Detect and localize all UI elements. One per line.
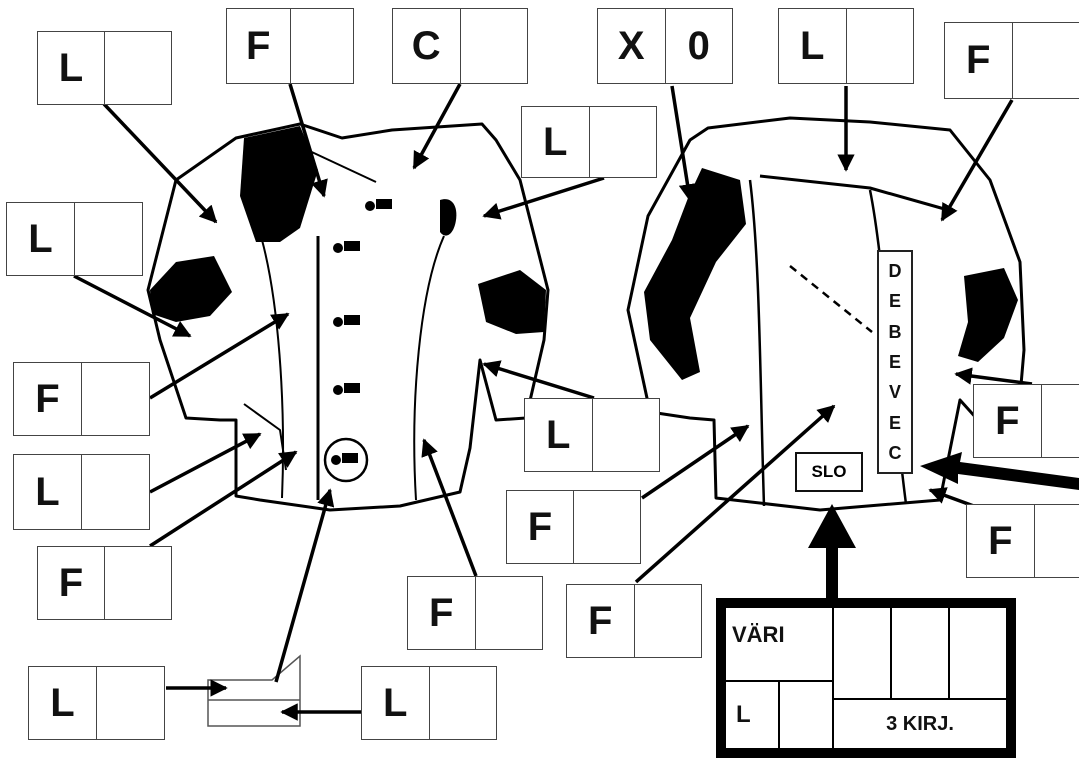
callout-value[interactable] [97,667,164,739]
callout-left-collar-strip[interactable]: F [226,8,354,84]
callout-value[interactable] [291,9,354,83]
callout-left-front-panel[interactable]: F [13,362,150,436]
legend-letter-value[interactable] [778,680,834,750]
name-letter: E [889,292,901,310]
callout-buttonhole-lower[interactable]: L [361,666,497,740]
callout-value[interactable] [593,399,660,471]
legend-letter-slot-1[interactable] [832,606,892,700]
callout-left-sleeve-band[interactable]: L [6,202,143,276]
callout-back-center[interactable]: F [566,584,702,658]
callout-value[interactable] [105,547,171,619]
callout-value[interactable] [476,577,543,649]
name-letter: C [889,444,902,462]
legend-letter-code: L [724,680,780,750]
callout-code: F [967,505,1035,577]
name-letter: E [889,414,901,432]
callout-value[interactable] [847,9,914,83]
callout-code: L [7,203,75,275]
legend-letters-label: 3 KIRJ. [832,698,1008,750]
callout-back-left-side[interactable]: F [506,490,641,564]
callout-back-sleeve-pad[interactable]: X 0 [597,8,733,84]
callout-value[interactable] [1013,23,1079,98]
callout-code: L [522,107,590,177]
callout-back-right-cuff[interactable]: F [973,384,1079,458]
callout-front-upper[interactable]: C [392,8,528,84]
name-vertical-strip: D E B E V E C [877,250,913,474]
callout-code: L [779,9,847,83]
name-letter: D [889,262,902,280]
name-letter: V [889,383,901,401]
callout-code: F [567,585,635,657]
name-letter: B [889,323,902,341]
callout-value[interactable] [82,363,149,435]
callout-code: F [945,23,1013,98]
callout-left-shoulder[interactable]: L [37,31,172,105]
lettering-legend: VÄRI L 3 KIRJ. [716,598,1016,758]
callout-back-right-side[interactable]: F [966,504,1079,578]
callout-code: L [38,32,105,104]
legend-letter-slot-3[interactable] [948,606,1008,700]
name-letter: E [889,353,901,371]
callout-value[interactable] [461,9,528,83]
callout-code: L [362,667,430,739]
callout-code: L [29,667,97,739]
callout-value[interactable] [105,32,171,104]
legend-letter-slot-2[interactable] [890,606,950,700]
callout-back-right-sleeve[interactable]: F [944,22,1079,99]
country-code-label: SLO [795,452,863,492]
callout-back-yoke[interactable]: L [778,8,914,84]
callout-code: L [525,399,593,471]
callout-right-cuff[interactable]: L [524,398,660,472]
callout-value[interactable] [1035,505,1079,577]
callout-code: X [598,9,666,83]
callout-code: F [227,9,291,83]
callout-value[interactable] [82,455,149,529]
callout-front-lower-left[interactable]: F [37,546,172,620]
callout-value[interactable] [430,667,497,739]
callout-right-front-panel[interactable]: F [407,576,543,650]
callout-code: F [974,385,1042,457]
callout-code: C [393,9,461,83]
callout-value[interactable] [75,203,142,275]
front-jacket [148,124,548,510]
callout-value[interactable] [574,491,640,563]
callout-buttonhole-upper[interactable]: L [28,666,165,740]
callout-value[interactable] [590,107,657,177]
callout-value[interactable]: 0 [666,9,733,83]
legend-color-label: VÄRI [724,606,834,682]
callout-code: F [14,363,82,435]
callout-code: F [408,577,476,649]
callout-value[interactable] [635,585,702,657]
callout-value[interactable] [1042,385,1079,457]
callout-code: L [14,455,82,529]
callout-pocket[interactable]: L [13,454,150,530]
buttonhole-detail [208,656,300,726]
callout-code: F [38,547,105,619]
callout-right-sleeve-upper[interactable]: L [521,106,657,178]
callout-code: F [507,491,574,563]
